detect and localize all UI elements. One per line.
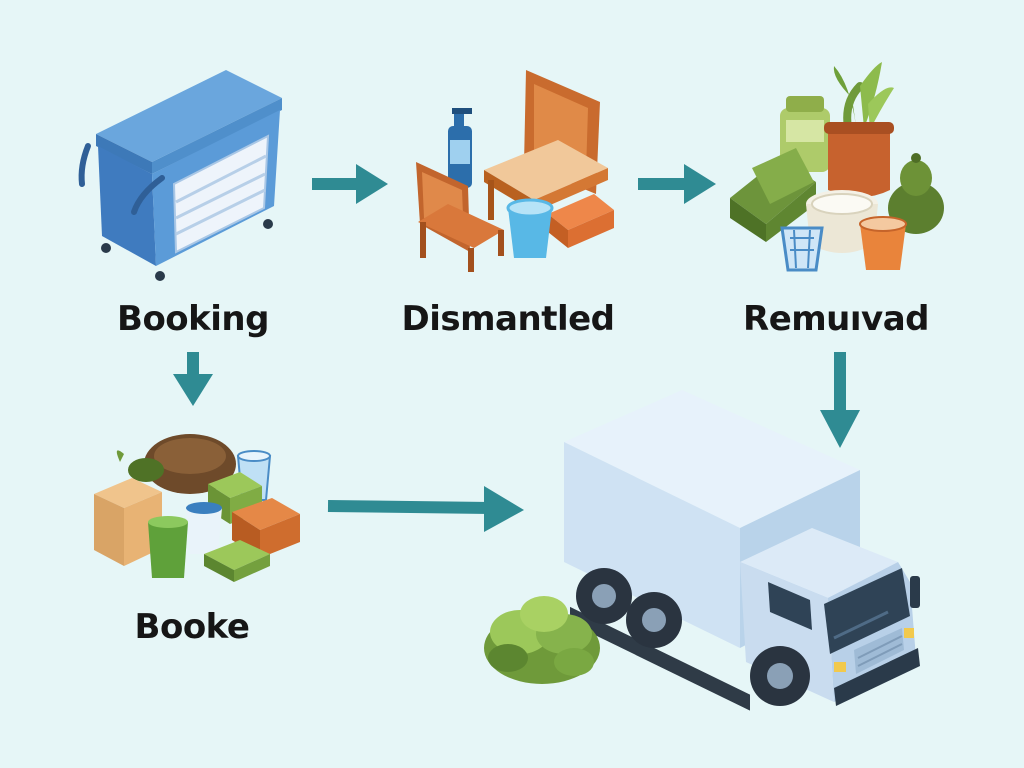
step-label-booking: Booking	[117, 299, 269, 339]
step-label-removed: Remuıvad	[743, 299, 929, 339]
arrow-booke-to-truck	[327, 486, 524, 532]
step-label-dismantled: Dismantled	[401, 299, 616, 339]
arrow-booking-to-dismantled	[312, 164, 388, 204]
furniture-chairs-icon	[416, 70, 614, 272]
household-items-pile-icon	[730, 62, 944, 272]
delivery-truck-icon	[484, 390, 920, 711]
arrow-removed-to-truck	[820, 352, 860, 448]
step-label-booke: Booke	[134, 607, 250, 647]
arrow-booking-to-booke	[173, 352, 213, 406]
boxes-and-bins-pile-icon	[94, 434, 300, 582]
arrow-dismantled-to-removed	[638, 164, 716, 204]
dumpster-bin-icon	[78, 70, 282, 281]
